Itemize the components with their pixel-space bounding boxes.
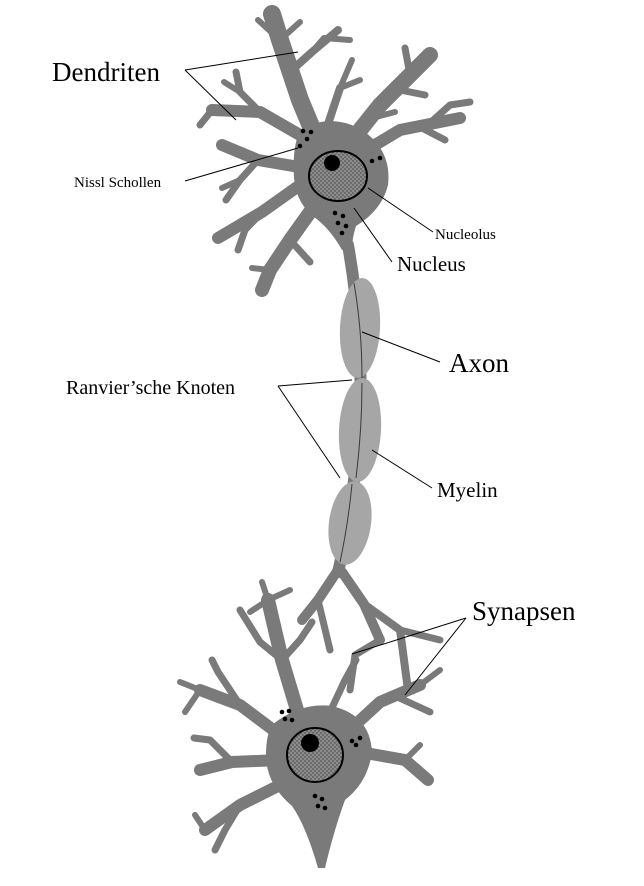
upper-nucleolus bbox=[324, 155, 340, 171]
lower-dendrites bbox=[177, 579, 443, 854]
axon bbox=[328, 239, 382, 578]
lower-neuron bbox=[177, 579, 443, 868]
upper-nissl-bodies bbox=[297, 128, 383, 236]
myelin-sheath-3 bbox=[328, 481, 372, 565]
nucleus-label: Nucleus bbox=[397, 252, 466, 276]
dendrites-label: Dendriten bbox=[52, 57, 160, 87]
nissl-label: Nissl Schollen bbox=[74, 175, 162, 191]
axon-terminals bbox=[297, 565, 444, 694]
myelin-sheath-2 bbox=[338, 378, 382, 482]
lower-nissl-bodies bbox=[279, 708, 363, 811]
axon-label: Axon bbox=[449, 348, 509, 378]
lower-nucleus bbox=[286, 727, 344, 783]
nucleolus-label: Nucleolus bbox=[435, 227, 496, 243]
upper-nucleus bbox=[308, 150, 368, 202]
ranvier-label: Ranvier’sche Knoten bbox=[66, 377, 235, 399]
myelin-label: Myelin bbox=[437, 478, 498, 502]
synapses-label: Synapsen bbox=[472, 596, 576, 626]
lower-nucleolus bbox=[301, 734, 319, 752]
labels: Dendriten Nissl Schollen Nucleolus Nucle… bbox=[52, 57, 576, 626]
leader-lines bbox=[184, 51, 467, 696]
upper-neuron bbox=[196, 5, 474, 297]
